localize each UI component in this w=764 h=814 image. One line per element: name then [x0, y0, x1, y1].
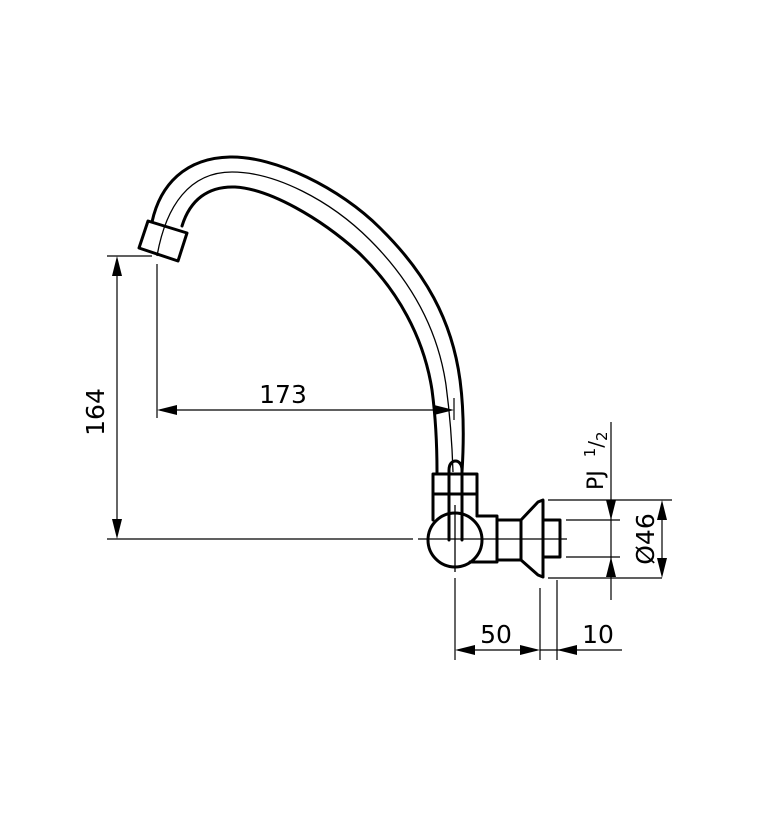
spout: [150, 155, 465, 474]
thread-label: PJ 1/2: [581, 431, 611, 490]
dimension-diameter-46: Ø46: [548, 499, 672, 578]
dimension-164: 164: [81, 255, 413, 540]
dimension-10-label: 10: [582, 620, 614, 649]
spout-outer-edge: [150, 155, 465, 474]
dimension-diameter-label: Ø46: [631, 513, 660, 565]
dimension-173: 173: [156, 264, 455, 420]
dimension-50: 50: [454, 578, 541, 660]
aerator-nozzle: [137, 219, 189, 263]
dimension-164-label: 164: [81, 388, 110, 436]
valve-body: [418, 459, 567, 579]
spout-centerline: [156, 171, 454, 473]
dimension-50-label: 50: [480, 620, 512, 649]
dimension-173-label: 173: [259, 380, 307, 409]
spout-inner-edge: [180, 185, 439, 474]
dimension-thread-pj: PJ 1/2: [566, 422, 620, 600]
dimension-10: 10: [540, 577, 662, 660]
